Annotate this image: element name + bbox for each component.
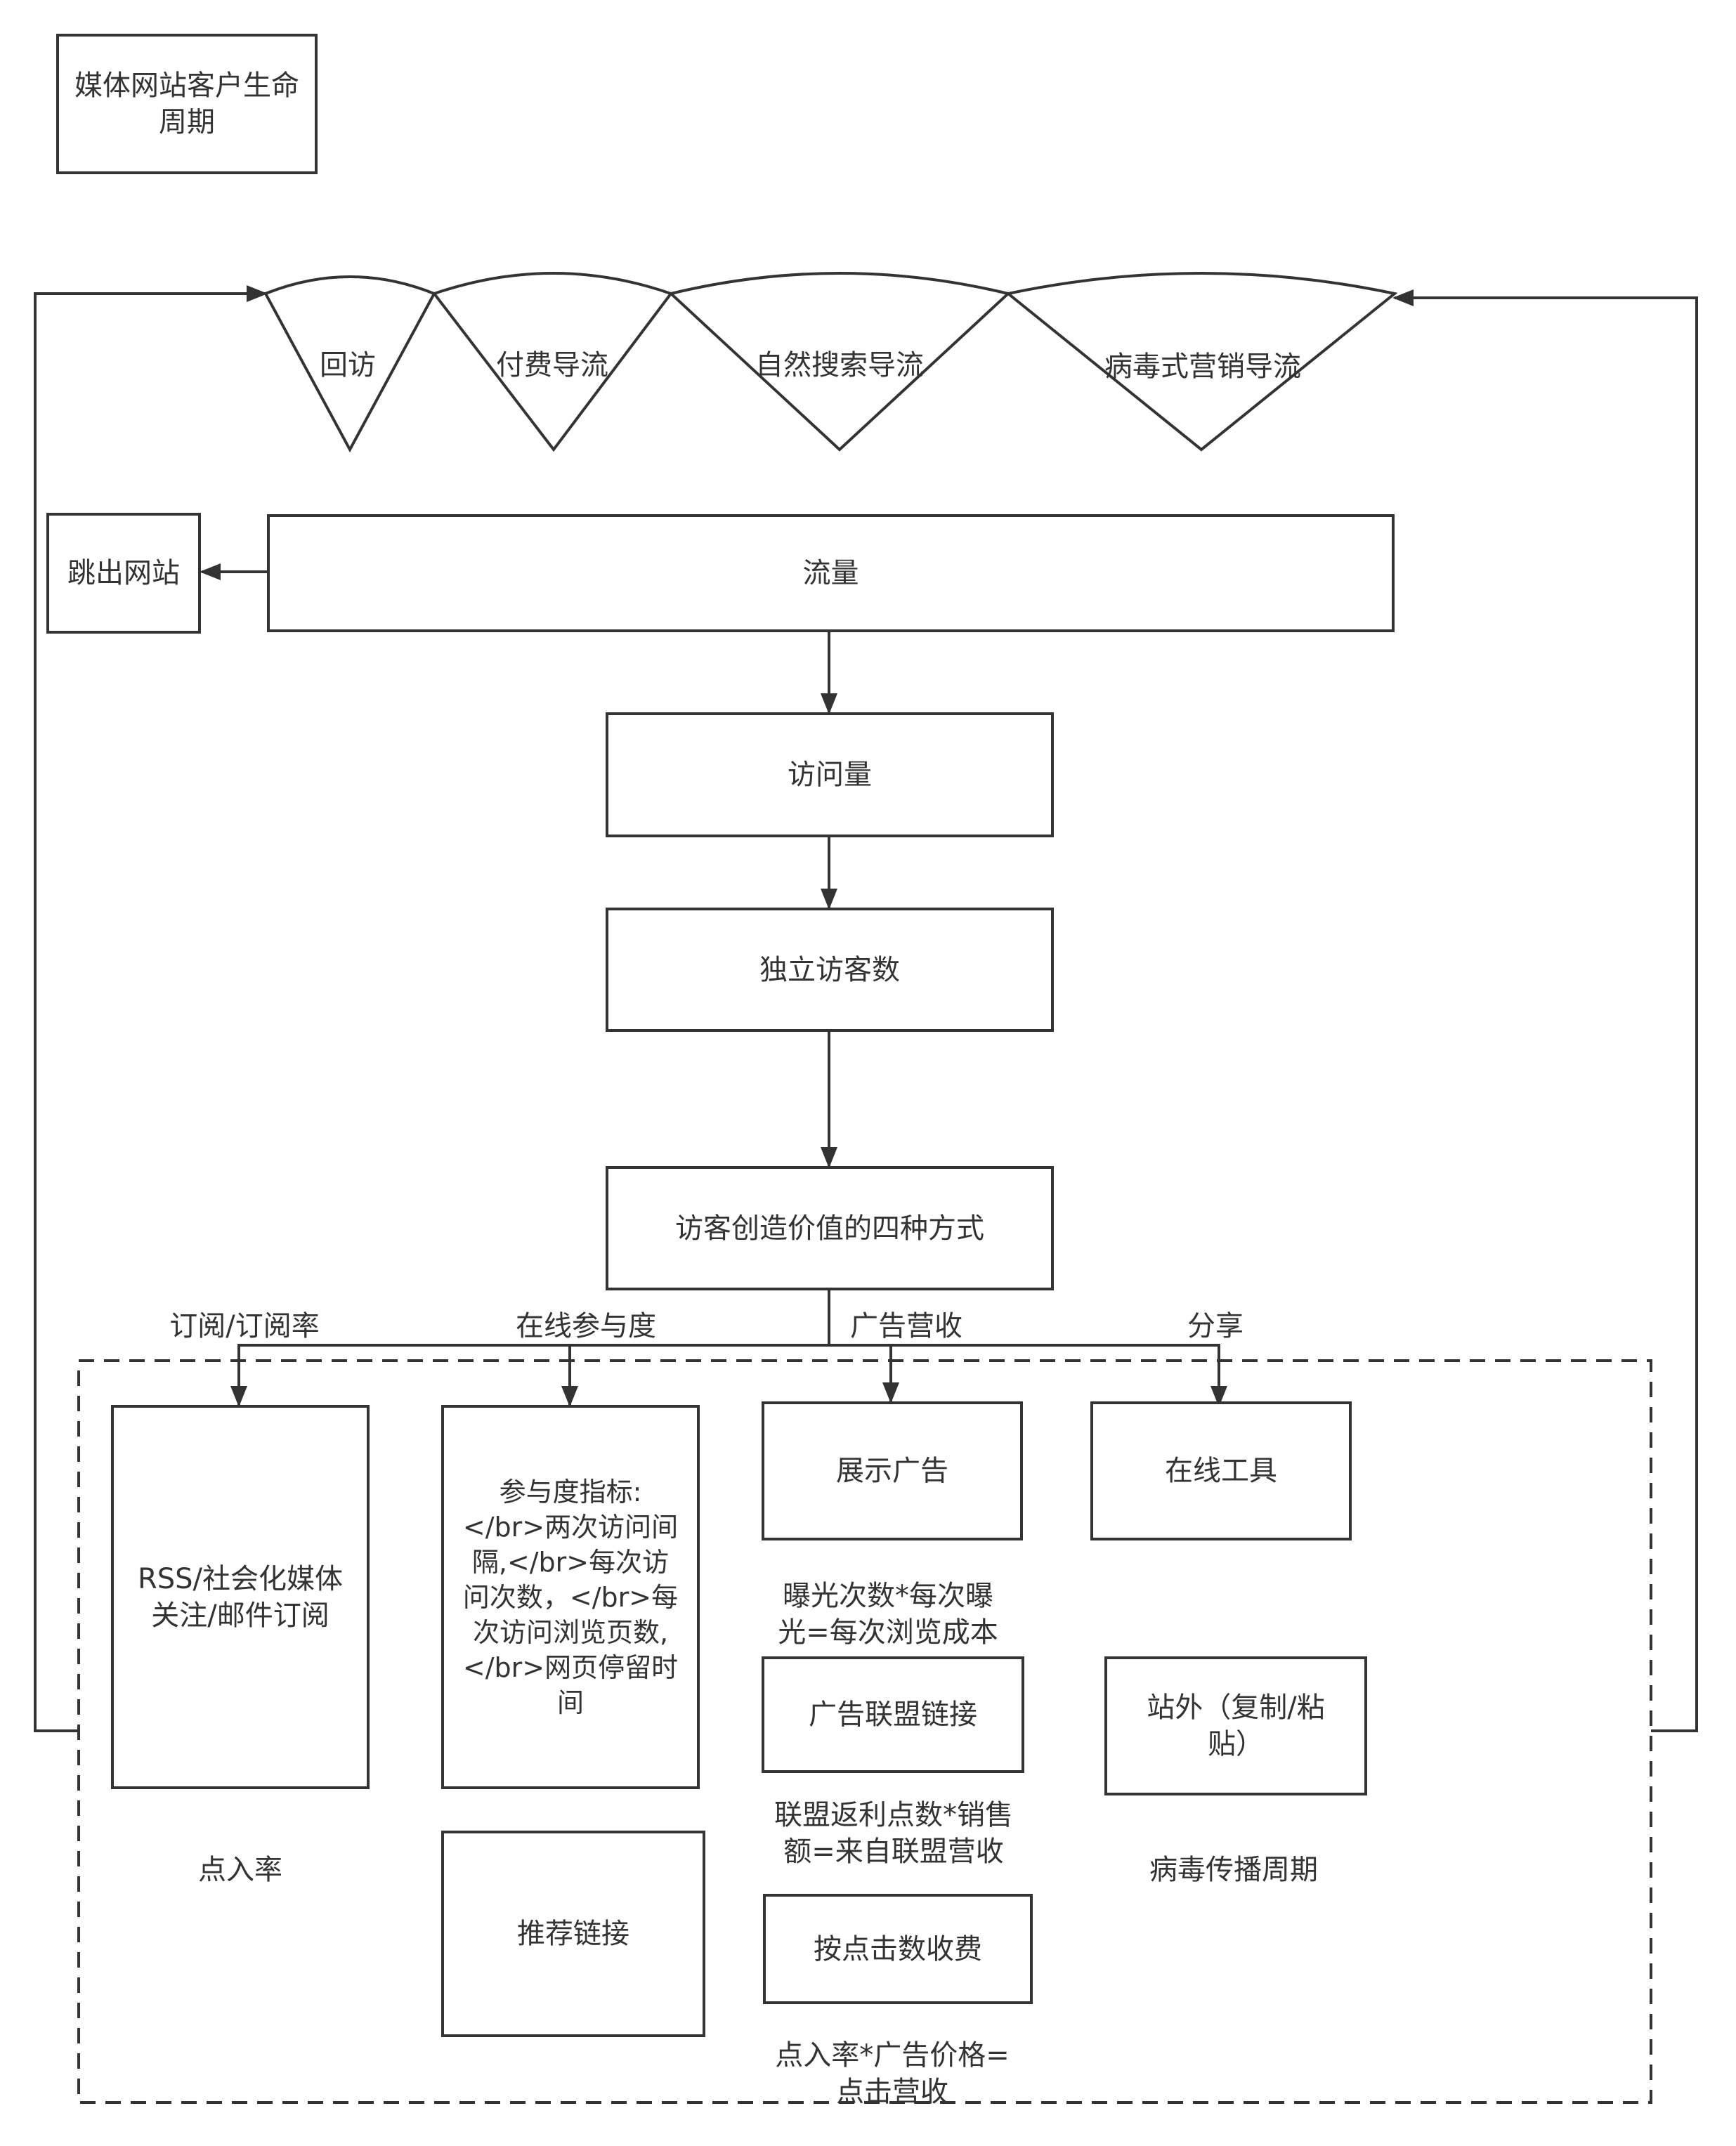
visits-box: 访问量 (606, 712, 1054, 837)
source-label-viral: 病毒式营销导流 (1104, 351, 1301, 383)
branch-ads (829, 1344, 1227, 1407)
display-ads-box: 展示广告 (762, 1401, 1023, 1540)
source-label-organic: 自然搜索导流 (755, 349, 924, 381)
rss-box: RSS/社会化媒体 关注/邮件订阅 (111, 1405, 370, 1789)
source-shape-organic (667, 272, 1012, 452)
engagement-metrics-box: 参与度指标: </br>两次访问间 隔,</br>每次访 问次数，</br>每 … (441, 1405, 700, 1789)
branch-label-subscribe: 订阅/订阅率 (169, 1310, 320, 1342)
branch-label-ads: 广告营收 (850, 1310, 962, 1342)
note-viral-cycle: 病毒传播周期 (1149, 1854, 1318, 1886)
note-ctr: 点入率 (198, 1854, 282, 1886)
loop-left (34, 285, 268, 1732)
loop-right (1392, 289, 1698, 1732)
online-tools-box: 在线工具 (1090, 1401, 1352, 1540)
diagram-title: 媒体网站客户生命 周期 (56, 34, 318, 174)
traffic-box: 流量 (267, 514, 1395, 632)
value-container (77, 1359, 1652, 2104)
note-click-formula: 点入率*广告价格= 点击营收 (775, 2039, 1010, 2108)
recommend-links-box: 推荐链接 (441, 1831, 705, 2037)
bounce-box: 跳出网站 (46, 513, 201, 634)
source-label-paid: 付费导流 (496, 349, 608, 381)
source-label-revisit: 回访 (320, 349, 376, 381)
branch-label-engagement: 在线参与度 (516, 1310, 656, 1342)
source-shape-revisit (263, 275, 436, 453)
value-methods-box: 访客创造价值的四种方式 (606, 1166, 1054, 1290)
source-shape-paid (431, 272, 674, 452)
branch-stem (230, 1289, 830, 1407)
offsite-box: 站外（复制/粘 贴） (1104, 1656, 1367, 1795)
note-impressions: 曝光次数*每次曝 光=每次浏览成本 (778, 1580, 998, 1649)
source-shape-viral (1005, 272, 1398, 452)
affiliate-links-box: 广告联盟链接 (762, 1656, 1024, 1773)
unique-visitors-box: 独立访客数 (606, 908, 1054, 1032)
branch-label-share: 分享 (1187, 1310, 1244, 1342)
note-affiliate-formula: 联盟返利点数*销售 额=来自联盟营收 (774, 1799, 1013, 1868)
pay-per-click-box: 按点击数收费 (763, 1894, 1033, 2004)
